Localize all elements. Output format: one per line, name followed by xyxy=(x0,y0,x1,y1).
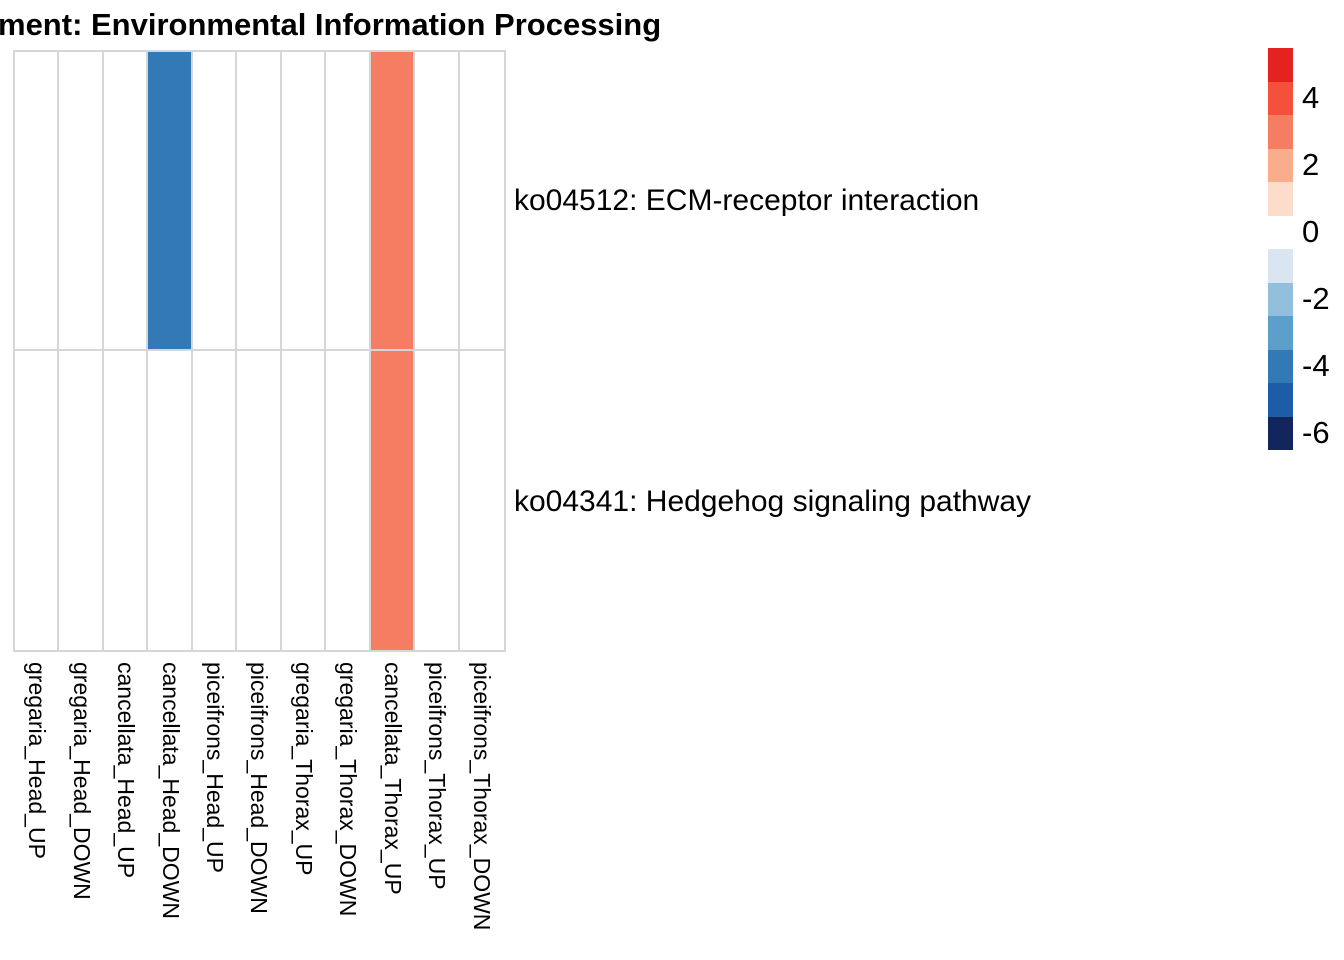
column-label: gregaria_Thorax_UP xyxy=(282,662,326,952)
legend-color-block xyxy=(1268,48,1293,82)
heatmap-cell xyxy=(192,351,238,650)
column-label-text: cancellata_Head_DOWN xyxy=(157,662,184,919)
column-label-text: piceifrons_Thorax_DOWN xyxy=(468,662,495,931)
legend-color-block xyxy=(1268,215,1293,249)
legend-tick-label: -4 xyxy=(1302,348,1330,384)
heatmap-cell xyxy=(237,52,282,351)
column-label: piceifrons_Head_UP xyxy=(193,662,237,952)
column-label-text: cancellata_Thorax_UP xyxy=(379,662,406,895)
legend-tick-label: 2 xyxy=(1302,147,1320,183)
legend-tick-label: -6 xyxy=(1302,415,1330,451)
legend-color-block xyxy=(1268,383,1293,417)
legend-color-block xyxy=(1268,416,1293,450)
column-label: piceifrons_Thorax_UP xyxy=(415,662,459,952)
heatmap-cell xyxy=(370,52,416,351)
column-label: gregaria_Head_UP xyxy=(15,662,59,952)
legend-color-block xyxy=(1268,148,1293,182)
legend-color-block xyxy=(1268,349,1293,383)
legend-tick-label: 0 xyxy=(1302,214,1320,250)
column-label-text: gregaria_Thorax_DOWN xyxy=(335,662,362,917)
column-label: gregaria_Head_DOWN xyxy=(59,662,103,952)
legend-color-block xyxy=(1268,115,1293,149)
heatmap-cell xyxy=(59,351,104,650)
legend-color-block xyxy=(1268,316,1293,350)
heatmap-cell xyxy=(326,52,371,351)
heatmap-cell xyxy=(326,351,371,650)
heatmap-cell xyxy=(415,52,460,351)
heatmap-cell xyxy=(148,52,193,351)
heatmap-cell xyxy=(59,52,104,351)
heatmap-cell xyxy=(148,351,193,650)
column-label: gregaria_Thorax_DOWN xyxy=(326,662,370,952)
heatmap-cell xyxy=(459,351,504,650)
legend-color-block xyxy=(1268,182,1293,216)
heatmap-cell xyxy=(192,52,238,351)
column-label-text: piceifrons_Head_DOWN xyxy=(246,662,273,914)
heatmap-cell xyxy=(415,351,460,650)
heatmap-cell xyxy=(237,351,282,650)
column-label-text: gregaria_Head_UP xyxy=(24,662,51,859)
column-label: cancellata_Head_UP xyxy=(104,662,148,952)
legend-color-block xyxy=(1268,81,1293,115)
row-label: ko04512: ECM-receptor interaction xyxy=(514,184,980,217)
column-label-text: gregaria_Head_DOWN xyxy=(68,662,95,900)
legend-color-block xyxy=(1268,282,1293,316)
heatmap-cell xyxy=(103,351,149,650)
heatmap-cell xyxy=(370,351,416,650)
legend-color-block xyxy=(1268,249,1293,283)
column-label-text: cancellata_Head_UP xyxy=(113,662,140,879)
heatmap-cell xyxy=(459,52,504,351)
column-label-text: piceifrons_Thorax_UP xyxy=(424,662,451,890)
chart-title: ment: Environmental Information Processi… xyxy=(0,7,662,42)
heatmap-cell xyxy=(281,52,327,351)
heatmap-grid xyxy=(13,50,506,652)
heatmap-cell xyxy=(15,52,60,351)
column-label: piceifrons_Head_DOWN xyxy=(237,662,281,952)
column-label: piceifrons_Thorax_DOWN xyxy=(460,662,504,952)
column-label: cancellata_Thorax_UP xyxy=(371,662,415,952)
heatmap-cell xyxy=(281,351,327,650)
column-label-text: gregaria_Thorax_UP xyxy=(290,662,317,876)
heatmap-cell xyxy=(103,52,149,351)
heatmap-cell xyxy=(15,351,60,650)
legend-tick-label: -2 xyxy=(1302,281,1330,317)
column-label: cancellata_Head_DOWN xyxy=(148,662,192,952)
column-label-text: piceifrons_Head_UP xyxy=(202,662,229,873)
row-label: ko04341: Hedgehog signaling pathway xyxy=(514,485,1032,518)
legend-tick-label: 4 xyxy=(1302,80,1320,116)
